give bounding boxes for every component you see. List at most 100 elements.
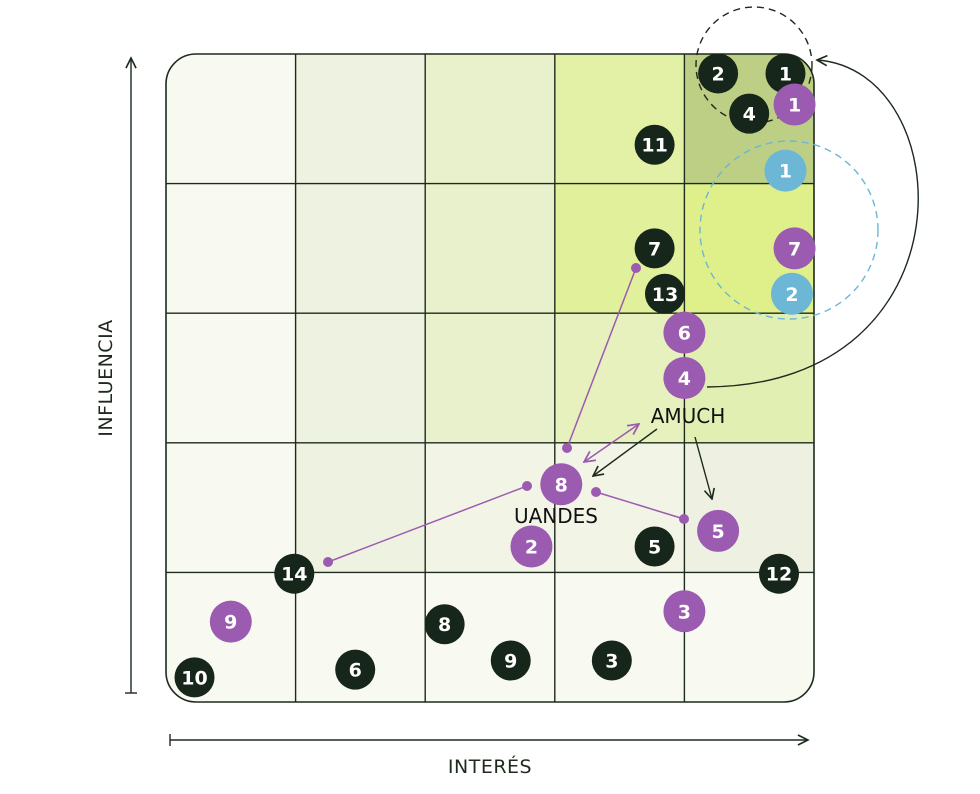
stakeholder-label: 3 [605, 651, 618, 673]
stakeholder-label: 1 [779, 63, 792, 85]
purple-link-right [595, 491, 685, 520]
stakeholder-label: 1 [788, 95, 801, 117]
grid-cells [166, 54, 814, 702]
stakeholder-node-purple: 1 [773, 83, 816, 126]
stakeholder-node-purple: 7 [773, 227, 816, 270]
stakeholder-label: 3 [678, 601, 691, 623]
stakeholder-node-dark: 7 [634, 228, 675, 269]
stakeholder-node-blue: 2 [770, 272, 813, 315]
stakeholder-node-purple: 4 [663, 357, 706, 399]
grid-cell [554, 572, 685, 702]
stakeholder-circle [663, 311, 706, 354]
grid-cell [684, 313, 814, 444]
stakeholder-circle [424, 604, 465, 645]
stakeholder-circle [591, 640, 632, 681]
stakeholder-circle [274, 553, 315, 594]
stakeholder-label: 9 [224, 612, 237, 634]
purple-double-arrow [584, 424, 639, 462]
stakeholder-label: 14 [281, 564, 307, 586]
stakeholder-node-dark: 9 [490, 640, 531, 681]
y-axis-label: INFLUENCIA [95, 319, 117, 436]
stakeholder-node-purple: 8 [540, 463, 583, 506]
stakeholder-label: 5 [711, 521, 724, 543]
purple-link-dot [323, 557, 333, 567]
stakeholder-node-purple: 2 [510, 525, 553, 568]
stakeholder-label: 1 [779, 161, 792, 183]
stakeholder-node-dark: 11 [634, 124, 675, 165]
stakeholder-label: 8 [438, 614, 451, 636]
stakeholder-node-dark: 13 [644, 273, 685, 314]
stakeholder-node-dark: 12 [759, 553, 800, 594]
blue-group-dashed-circle [699, 140, 879, 320]
stakeholder-circle [697, 509, 740, 552]
amuch-arrow-right [694, 436, 712, 499]
grid-cell [166, 442, 297, 573]
stakeholder-circle [540, 463, 583, 506]
stakeholder-circle [764, 149, 807, 192]
connector-4-to-top [706, 60, 919, 388]
stakeholder-node-purple: 5 [697, 509, 740, 552]
stakeholder-label: 4 [678, 368, 691, 390]
grid-cell [295, 54, 426, 185]
stakeholder-node-dark: 8 [424, 604, 465, 645]
stakeholder-node-purple: 9 [209, 600, 252, 643]
stakeholder-circle [634, 526, 675, 567]
purple-link-dot [591, 487, 601, 497]
stakeholder-circle [335, 649, 376, 690]
stakeholder-label: 2 [711, 63, 724, 85]
stakeholder-node-dark: 4 [729, 93, 770, 134]
stakeholder-circle [644, 273, 685, 314]
stakeholder-label: 4 [743, 104, 756, 126]
stakeholder-label: 6 [678, 323, 691, 345]
grid-cell [166, 183, 297, 314]
stakeholder-node-purple: 3 [663, 590, 706, 633]
stakeholder-label: 2 [525, 536, 538, 558]
stakeholder-node-dark: 14 [274, 553, 315, 594]
stakeholder-label: 5 [648, 536, 661, 558]
grid-cell [295, 442, 426, 573]
stakeholder-node-blue: 1 [764, 149, 807, 192]
grid-cell [554, 54, 685, 185]
stakeholder-circle [634, 124, 675, 165]
stakeholder-label: 13 [652, 284, 678, 306]
grid-cell [425, 313, 556, 444]
stakeholder-label: 7 [648, 238, 661, 260]
stakeholder-node-dark: 1 [765, 53, 806, 94]
stakeholder-circle [729, 93, 770, 134]
purple-link-dot [631, 263, 641, 273]
x-axis-label: INTERÉS [448, 755, 532, 778]
stakeholder-label: 7 [788, 238, 801, 260]
grid-cell [166, 313, 297, 444]
purple-link-dot [679, 514, 689, 524]
grid-cell [425, 183, 556, 314]
grid-cell [684, 442, 814, 573]
stakeholder-circle [698, 53, 739, 94]
stakeholder-label: 9 [504, 651, 517, 673]
stakeholder-label: 2 [785, 284, 798, 306]
stakeholder-circle [770, 272, 813, 315]
stakeholder-circle [490, 640, 531, 681]
grid-border [165, 53, 815, 703]
stakeholder-circle [773, 83, 816, 126]
stakeholder-node-purple: 6 [663, 311, 706, 354]
purple-link-dot [562, 443, 572, 453]
grid-cell [295, 313, 426, 444]
stakeholder-node-dark: 6 [335, 649, 376, 690]
stakeholder-circle [174, 657, 215, 698]
grid-cell [166, 54, 297, 185]
purple-link-up [566, 267, 637, 449]
stakeholder-circle [663, 590, 706, 633]
stakeholder-node-dark: 2 [698, 53, 739, 94]
stakeholder-label: 11 [641, 135, 667, 157]
purple-link-left [327, 485, 528, 563]
stakeholder-circle [510, 525, 553, 568]
stakeholder-circle [765, 53, 806, 94]
amuch-label: AMUCH [651, 404, 726, 428]
amuch-arrow-left [593, 428, 658, 476]
stakeholder-node-dark: 3 [591, 640, 632, 681]
stakeholder-circle [634, 228, 675, 269]
grid-cell [425, 54, 556, 185]
uandes-label: UANDES [514, 504, 598, 528]
